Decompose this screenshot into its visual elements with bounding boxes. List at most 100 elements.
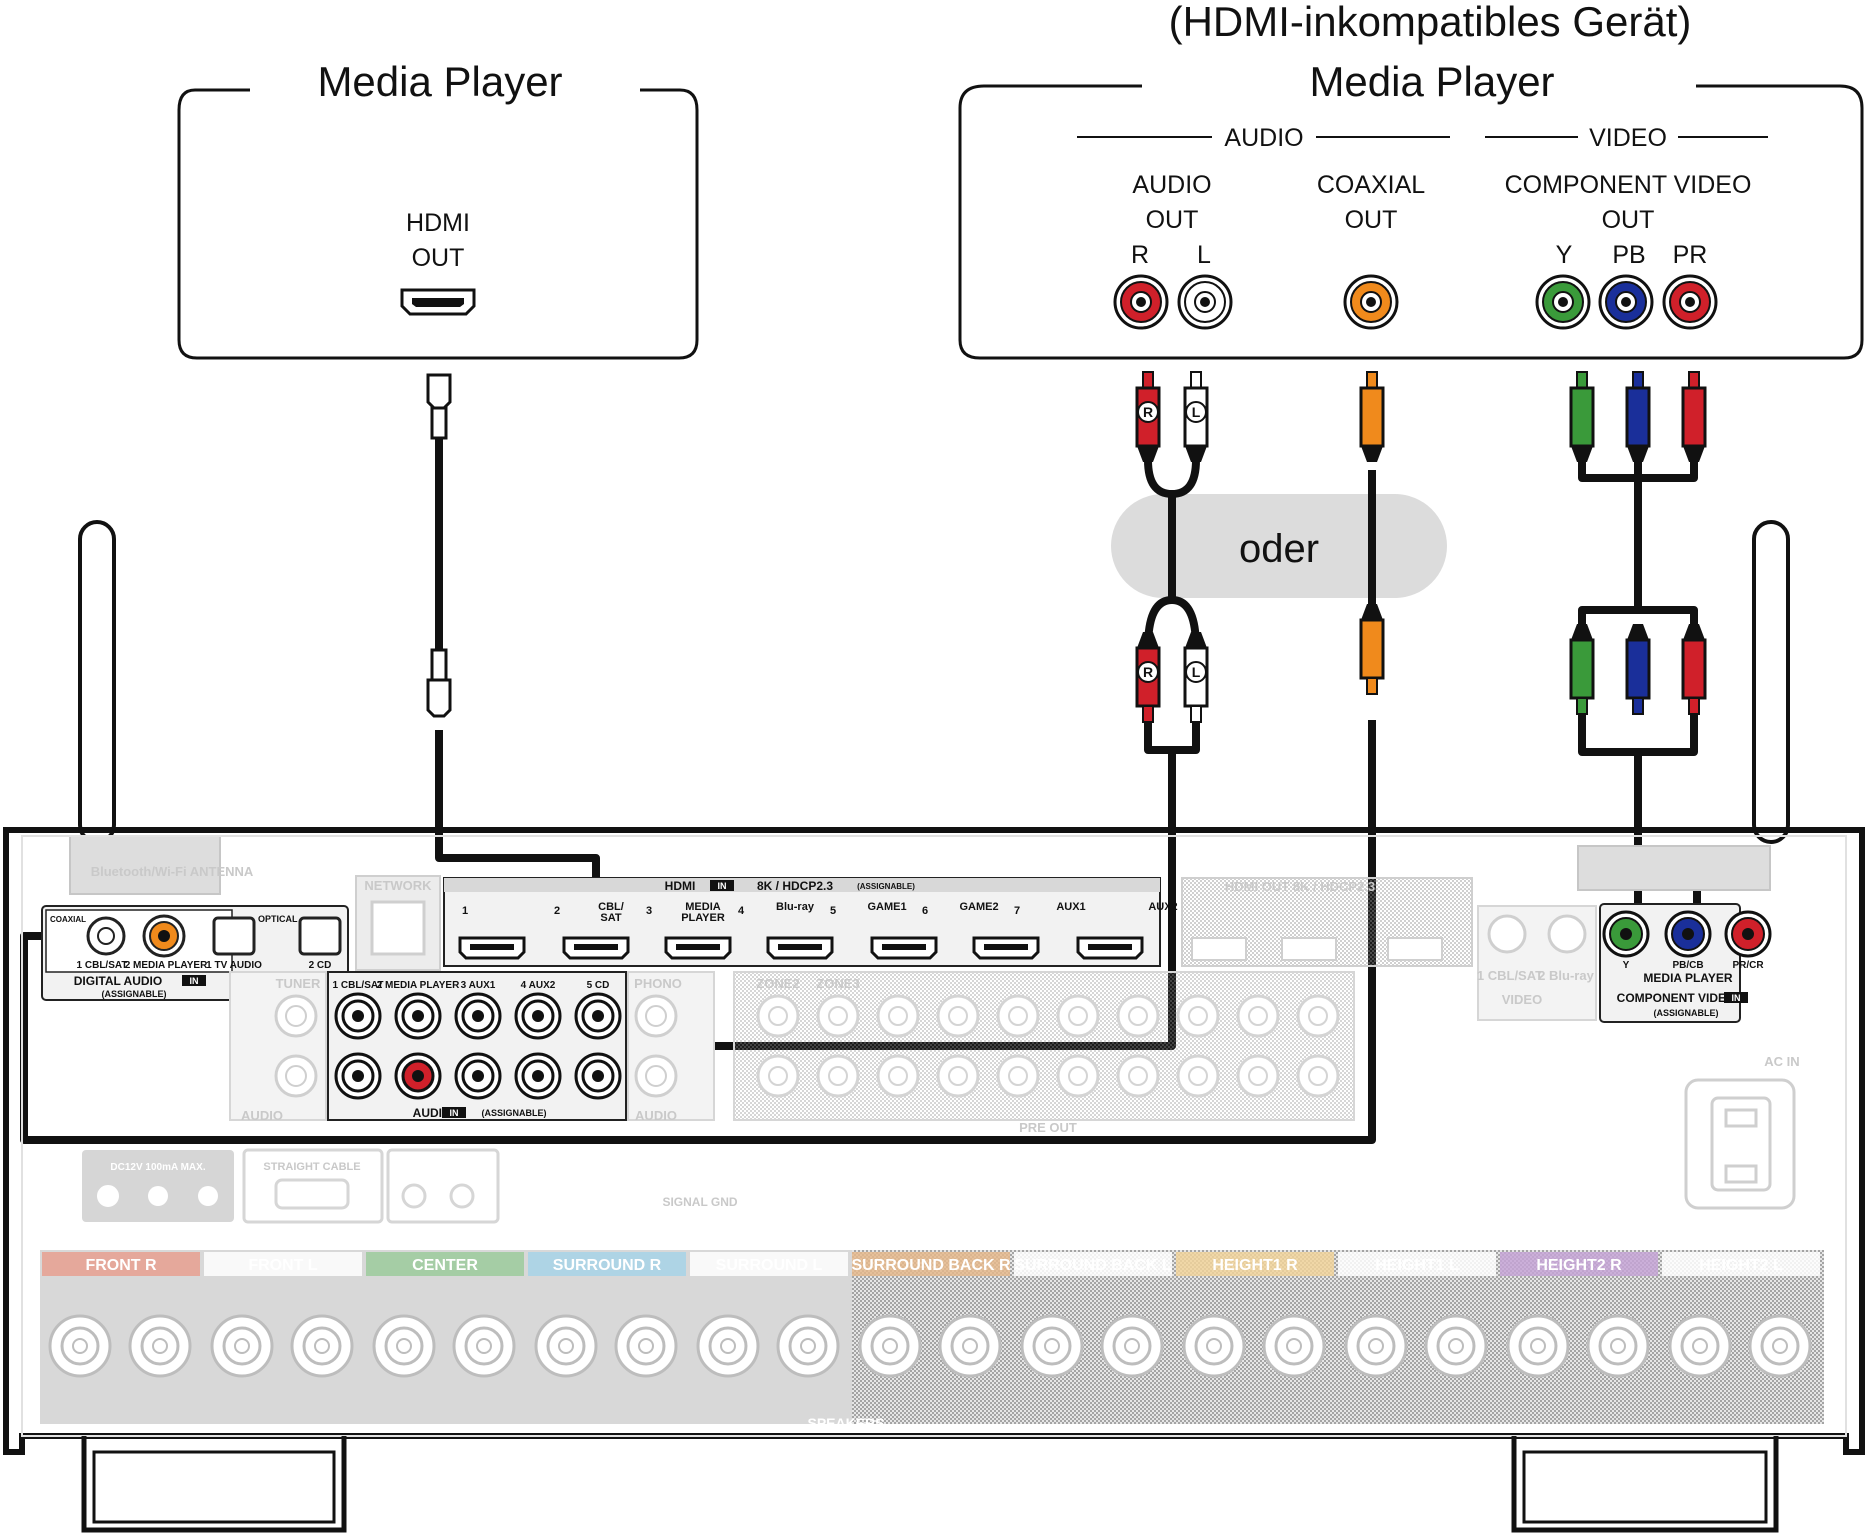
audio-port-label: 2 MEDIA PLAYER [377, 980, 460, 991]
audio-l-label: L [1197, 241, 1211, 269]
tuner-panel: TUNER AUDIO [229, 971, 327, 1123]
left-media-player: Media Player HDMI OUT [177, 58, 699, 360]
audio-in-port: 2 MEDIA PLAYER [377, 980, 460, 1100]
speaker-channel-label: SURROUND R [553, 1257, 662, 1274]
speaker-channel: FRONT L [204, 1252, 362, 1378]
pre-out-panel: ZONE2 ZONE3 PRE OUT [733, 971, 1355, 1135]
pre-out-label: PRE OUT [1019, 1120, 1077, 1135]
network-label: NETWORK [364, 878, 432, 893]
audio-port-label: 5 CD [587, 980, 610, 991]
plug-pr-bottom [1681, 624, 1707, 715]
video-port-1-label: 1 CBL/SAT [1477, 968, 1543, 983]
tuner-audio-label: AUDIO [241, 1108, 283, 1123]
digital-port-2-label: 2 MEDIA PLAYER [125, 960, 208, 971]
rs232-label: STRAIGHT CABLE [263, 1161, 360, 1173]
audio-group-label: AUDIO [1224, 124, 1303, 152]
hdmi-spec: 8K / HDCP2.3 [757, 879, 833, 893]
audio-port-label: 3 AUX1 [461, 980, 496, 991]
pb-label: PB [1612, 241, 1645, 269]
speaker-channel-label: HEIGHT1 R [1212, 1257, 1298, 1274]
hdmi-port-number: 4 [738, 905, 745, 917]
speaker-channel-label: FRONT R [85, 1257, 157, 1274]
speaker-channel-label: CENTER [412, 1257, 478, 1274]
audio-l-jack [1177, 274, 1233, 330]
coaxial-out-label: OUT [1345, 206, 1398, 234]
audio-r-jack [1113, 274, 1169, 330]
digital-audio-label: DIGITAL AUDIO [74, 974, 162, 988]
plug-letter: R [1143, 664, 1153, 680]
speaker-channel: SURROUND R [528, 1252, 686, 1378]
hdmi-port-name: PLAYER [681, 912, 725, 924]
component-pr-jack [1662, 274, 1718, 330]
signal-gnd-label: SIGNAL GND [662, 1195, 737, 1209]
trigger-label: DC12V 100mA MAX. [110, 1162, 205, 1173]
hdmi-port-name: GAME1 [867, 901, 906, 913]
plug-letter: L [1192, 664, 1201, 680]
hdmi-in-port: 5 GAME1 [830, 901, 938, 960]
plug-y-top [1569, 371, 1595, 462]
hdmi-out-title: HDMI OUT 8K / HDCP2.3 [1225, 879, 1375, 894]
pr-label: PR [1673, 241, 1708, 269]
component-assignable: (ASSIGNABLE) [1654, 1008, 1719, 1018]
plug-letter: R [1143, 404, 1153, 420]
hdmi-in-port: 1 [458, 905, 526, 960]
speaker-channel: SURROUND BACK L [1014, 1252, 1172, 1378]
speaker-channel: SURROUND L [690, 1252, 848, 1378]
audio-out-label-2: OUT [1146, 206, 1199, 234]
digital-coaxial-label: COAXIAL [50, 915, 86, 924]
hdmi-port-icon [400, 288, 476, 316]
audio-in-port: 1 CBL/SAT [333, 980, 383, 1100]
speaker-channel: HEIGHT1 R [1176, 1252, 1334, 1378]
plug-coax-bottom [1359, 604, 1385, 695]
component-video-label: COMPONENT VIDEO [1505, 171, 1752, 199]
component-title-label: COMPONENT VIDEO [1617, 991, 1736, 1005]
right-media-player: (HDMI-inkompatibles Gerät) Media Player … [958, 0, 1864, 360]
speaker-channel-label: HEIGHT1 L [1375, 1257, 1459, 1274]
hdmi-port-number: 5 [830, 905, 836, 917]
hdmi-port-name: CBL/ [598, 901, 624, 913]
plug-l-bottom: L [1183, 632, 1209, 723]
hdmi-port-number: 7 [1014, 905, 1020, 917]
speaker-channel-label: HEIGHT2 R [1536, 1257, 1622, 1274]
component-y-label: Y [1623, 960, 1630, 971]
digital-optical-label: OPTICAL [258, 914, 298, 924]
hdmi-in-title: HDMI [665, 879, 696, 893]
plug-r-top: R [1135, 371, 1161, 462]
phono-panel: PHONO AUDIO [627, 971, 715, 1123]
left-foot [81, 1436, 347, 1533]
plug-pb-bottom [1625, 624, 1651, 715]
hdmi-port-number: 2 [554, 905, 560, 917]
audio-in-badge: IN [450, 1108, 459, 1118]
component-in-badge: IN [1732, 993, 1741, 1003]
y-label: Y [1556, 241, 1573, 269]
component-sub-label: MEDIA PLAYER [1643, 971, 1732, 985]
plug-l-top: L [1183, 371, 1209, 462]
component-pb-label: PB/CB [1672, 960, 1703, 971]
video-group-label: VIDEO [1589, 124, 1667, 152]
coaxial-label: COAXIAL [1317, 171, 1425, 199]
digital-port-4-label: 2 CD [309, 960, 332, 971]
right-antenna [1577, 520, 1790, 891]
right-foot [1511, 1436, 1779, 1533]
or-bubble [1111, 494, 1447, 598]
component-pr-label: PR/CR [1732, 960, 1764, 971]
audio-port-label: 4 AUX2 [521, 980, 556, 991]
digital-in-badge: IN [190, 976, 199, 986]
speaker-channel: FRONT R [42, 1252, 200, 1378]
digital-assignable: (ASSIGNABLE) [102, 989, 167, 999]
component-pb-jack [1598, 274, 1654, 330]
left-antenna: Bluetooth/Wi-Fi ANTENNA [69, 520, 254, 895]
hdmi-port-number: 6 [922, 905, 928, 917]
hdmi-in-badge: IN [718, 881, 727, 891]
video-label: VIDEO [1502, 992, 1542, 1007]
plug-r-bottom: R [1135, 632, 1161, 723]
component-out-label: OUT [1602, 206, 1655, 234]
hdmi-incompatible-note: (HDMI-inkompatibles Gerät) [1169, 0, 1692, 45]
hdmi-out-panel: HDMI OUT 8K / HDCP2.3 [1181, 877, 1473, 967]
hdmi-port-number: 3 [646, 905, 652, 917]
